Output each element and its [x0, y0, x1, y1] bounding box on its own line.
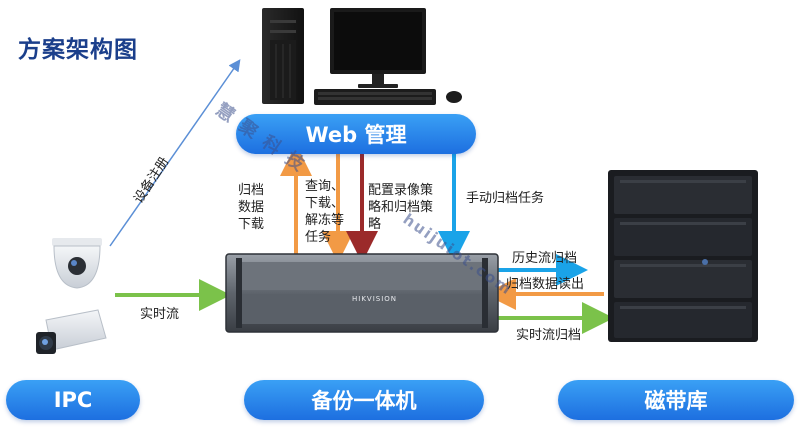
bullet-camera-icon [36, 309, 107, 354]
query-tasks-label: 查询、下载、解冻等任务 [305, 179, 345, 245]
diagram-title: 方案架构图 [18, 37, 138, 63]
dome-camera-icon [52, 238, 102, 289]
tape-library-icon [608, 170, 758, 342]
backup-appliance-node: 备份一体机 [244, 380, 484, 420]
backup-appliance-icon [225, 253, 499, 333]
archive-read-label: 归档数据读出 [506, 277, 585, 292]
realtime-stream-label: 实时流 [140, 307, 180, 322]
pc-tower-icon [262, 8, 304, 104]
realtime-archive-label: 实时流归档 [516, 328, 582, 343]
backup-brand-label: HIKVISION [352, 295, 398, 303]
device-register-arrow [109, 59, 241, 247]
monitor-icon [330, 8, 426, 88]
tape-library-node: 磁带库 [558, 380, 794, 420]
archive-download-label: 归档数据下载 [238, 183, 265, 232]
mouse-icon [446, 91, 462, 103]
ipc-node: IPC [6, 380, 140, 420]
config-policy-label: 配置录像策略和归档策略 [368, 183, 434, 232]
manual-archive-label: 手动归档任务 [466, 191, 545, 206]
web-management-node: Web 管理 [236, 114, 476, 154]
history-archive-label: 历史流归档 [512, 251, 578, 266]
keyboard-icon [314, 89, 436, 105]
